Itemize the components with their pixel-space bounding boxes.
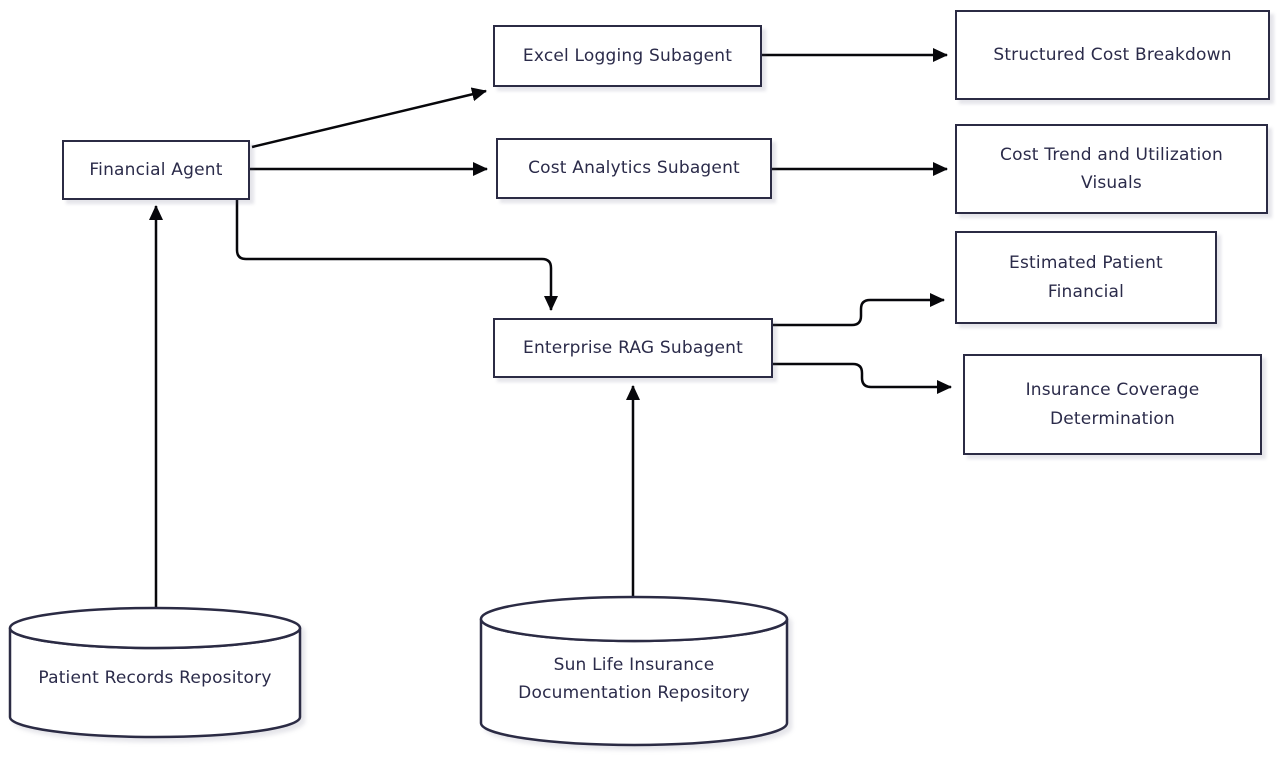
node-cost-analytics-subagent: Cost Analytics Subagent [496,138,772,199]
node-label-estimated-patient-financial: Estimated Patient Financial [1009,253,1163,302]
node-label-cost-trend-utilization-visuals: Cost Trend and Utilization Visuals [1000,144,1223,193]
node-estimated-patient-financial: Estimated Patient Financial [955,231,1217,324]
edge-financial-agent-to-enterprise-rag-subagent [235,200,558,311]
node-label-cost-analytics-subagent: Cost Analytics Subagent [528,158,740,179]
cylinder-top [479,595,789,643]
node-structured-cost-breakdown: Structured Cost Breakdown [955,10,1270,100]
cylinder-sun-life-repository [479,595,789,747]
node-enterprise-rag-subagent: Enterprise RAG Subagent [493,318,773,378]
edge-enterprise-rag-subagent-to-insurance-coverage-determination [772,362,952,394]
node-label-insurance-coverage-determination: Insurance Coverage Determination [1025,380,1200,429]
node-excel-logging-subagent: Excel Logging Subagent [493,25,762,87]
edge-financial-agent-to-excel-logging-subagent [251,87,487,149]
node-insurance-coverage-determination: Insurance Coverage Determination [963,354,1262,455]
node-cost-trend-utilization-visuals: Cost Trend and Utilization Visuals [955,124,1268,214]
node-financial-agent: Financial Agent [62,140,250,200]
cylinder-top [8,606,302,650]
node-label-structured-cost-breakdown: Structured Cost Breakdown [993,44,1232,65]
node-label-excel-logging-subagent: Excel Logging Subagent [522,45,733,66]
node-label-enterprise-rag-subagent: Enterprise RAG Subagent [523,337,743,358]
node-label-financial-agent: Financial Agent [89,159,223,180]
cylinder-patient-records-repository [8,606,302,739]
edge-enterprise-rag-subagent-to-estimated-patient-financial [772,293,945,327]
